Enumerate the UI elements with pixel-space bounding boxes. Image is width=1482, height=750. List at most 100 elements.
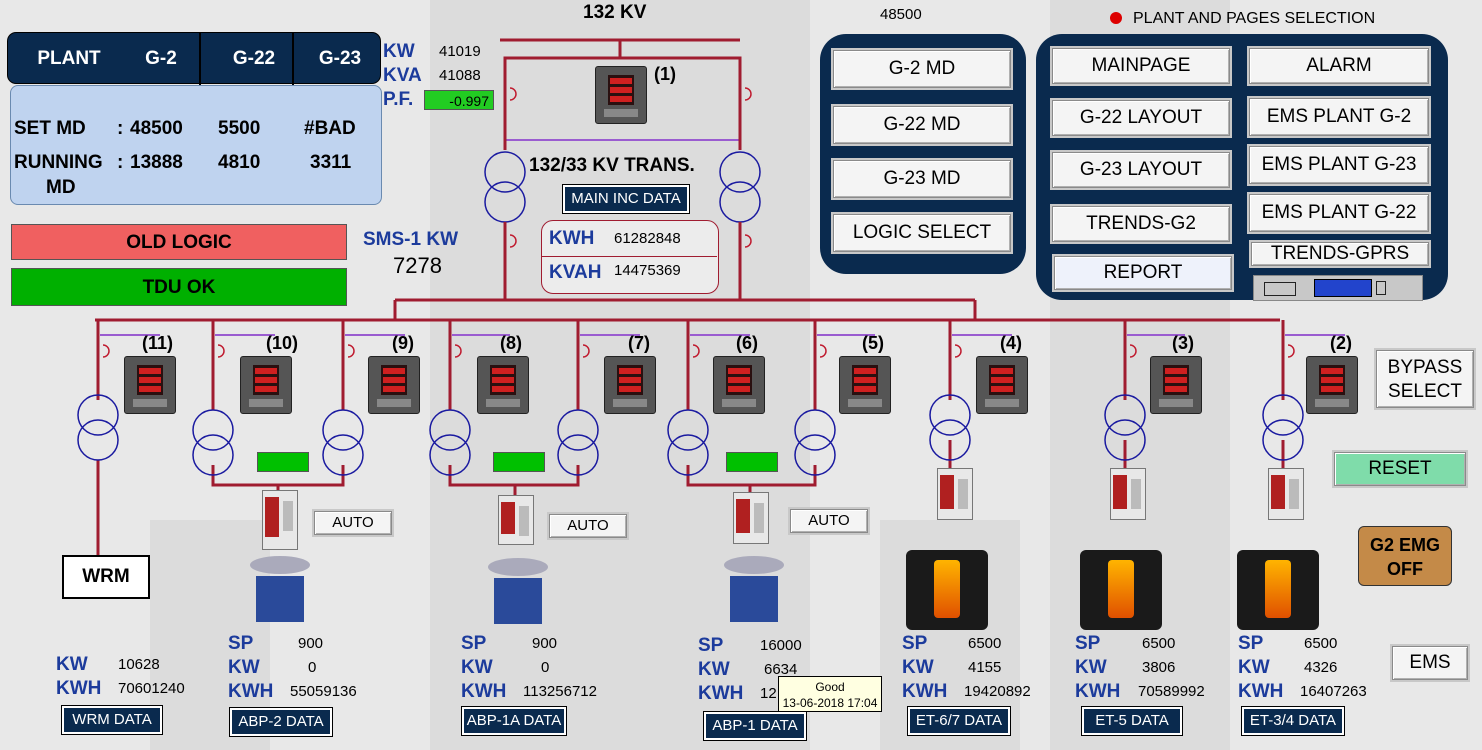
power-meter-icon[interactable] (477, 356, 529, 414)
abp2-data-button[interactable]: ABP-2 DATA (230, 708, 332, 736)
energy-box-divider (541, 256, 717, 257)
g22-layout-button[interactable]: G-22 LAYOUT (1052, 100, 1230, 136)
power-meter-icon[interactable] (240, 356, 292, 414)
reset-button[interactable]: RESET (1334, 452, 1466, 486)
abp1a-data-button[interactable]: ABP-1A DATA (462, 707, 566, 735)
set-md-label: SET MD (14, 118, 86, 139)
main-kva-label: KVA (383, 65, 422, 86)
abp1-kwh-label: KWH (698, 683, 744, 704)
logic-select-button[interactable]: LOGIC SELECT (833, 214, 1011, 252)
plant-col-g23: G-23 (318, 48, 362, 69)
emg-label-2: OFF (1387, 559, 1423, 579)
breaker-icon[interactable] (498, 495, 534, 545)
et34-data-button[interactable]: ET-3/4 DATA (1242, 707, 1344, 735)
abp1a-kw-label: KW (461, 657, 493, 678)
abp1a-indicator (493, 452, 545, 472)
nav-title: PLANT AND PAGES SELECTION (1133, 10, 1376, 27)
feeder-number-8: (8) (500, 333, 522, 353)
abp1-data-button[interactable]: ABP-1 DATA (704, 712, 806, 740)
breaker-icon[interactable] (937, 468, 973, 520)
old-logic-status: OLD LOGIC (11, 224, 347, 260)
breaker-icon[interactable] (262, 490, 298, 550)
wrm-kwh-value: 70601240 (118, 680, 185, 697)
power-meter-icon[interactable] (368, 356, 420, 414)
tooltip-quality: Good (815, 680, 845, 694)
et67-sp-label: SP (902, 633, 928, 654)
main-kvah-value: 14475369 (614, 262, 681, 279)
et34-sp-label: SP (1238, 633, 1264, 654)
arc-furnace-icon[interactable] (906, 550, 988, 630)
main-kwh-value: 61282848 (614, 230, 681, 247)
power-meter-icon[interactable] (124, 356, 176, 414)
power-meter-icon[interactable] (604, 356, 656, 414)
power-meter-icon[interactable] (1150, 356, 1202, 414)
breaker-icon[interactable] (1110, 468, 1146, 520)
et5-kwh-label: KWH (1075, 681, 1121, 702)
g22-md-button[interactable]: G-22 MD (833, 106, 1011, 144)
arc-furnace-icon[interactable] (1237, 550, 1319, 630)
trends-gprs-button[interactable]: TRENDS-GPRS (1251, 242, 1429, 266)
abp2-auto-button[interactable]: AUTO (314, 511, 392, 535)
trends-g2-button[interactable]: TRENDS-G2 (1052, 206, 1230, 242)
abp1a-kw-value: 0 (541, 659, 550, 676)
power-meter-icon[interactable] (1306, 356, 1358, 414)
alarm-button[interactable]: ALARM (1249, 48, 1429, 84)
ems-plant-g23-button[interactable]: EMS PLANT G-23 (1249, 146, 1429, 184)
abp1-kw-value: 6634 (764, 661, 798, 678)
abp1a-auto-button[interactable]: AUTO (549, 514, 627, 538)
g23-md-button[interactable]: G-23 MD (833, 160, 1011, 198)
ems-button[interactable]: EMS (1392, 646, 1468, 680)
power-meter-icon[interactable] (976, 356, 1028, 414)
running-md-label-2: MD (46, 177, 76, 198)
abp1-kwh-value: 12 (760, 685, 777, 702)
et5-sp-value: 6500 (1142, 635, 1176, 652)
main-kwh-label: KWH (549, 228, 595, 249)
feeder-number-4: (4) (1000, 333, 1022, 353)
et5-kwh-value: 70589992 (1138, 683, 1205, 700)
set-md-sep: : (117, 118, 124, 139)
emg-label-1: G2 EMG (1369, 535, 1440, 555)
feeder-number-3: (3) (1172, 333, 1194, 353)
sms-kw-value: 7278 (393, 253, 442, 278)
wrm-box: WRM (62, 555, 150, 599)
et5-kw-label: KW (1075, 657, 1107, 678)
report-button[interactable]: REPORT (1054, 256, 1232, 290)
g2-md-button[interactable]: G-2 MD (833, 50, 1011, 88)
breaker-icon[interactable] (1268, 468, 1304, 520)
power-meter-icon[interactable] (713, 356, 765, 414)
et5-kw-value: 3806 (1142, 659, 1176, 676)
ems-plant-g22-button[interactable]: EMS PLANT G-22 (1249, 194, 1429, 232)
feeder-number-5: (5) (862, 333, 884, 353)
bypass-select-button[interactable]: BYPASS SELECT (1376, 350, 1474, 408)
power-meter-icon[interactable] (595, 66, 647, 124)
feeder-number-9: (9) (392, 333, 414, 353)
abp1-auto-button[interactable]: AUTO (790, 509, 868, 533)
abp2-sp-label: SP (228, 633, 254, 654)
induction-furnace-icon[interactable] (720, 546, 788, 628)
et67-kw-value: 4155 (968, 659, 1002, 676)
status-dot-icon (1110, 12, 1122, 24)
et67-data-button[interactable]: ET-6/7 DATA (908, 707, 1010, 735)
abp2-kwh-label: KWH (228, 681, 274, 702)
g23-layout-button[interactable]: G-23 LAYOUT (1052, 152, 1230, 188)
arc-furnace-icon[interactable] (1080, 550, 1162, 630)
breaker-icon[interactable] (733, 492, 769, 544)
induction-furnace-icon[interactable] (246, 546, 314, 628)
power-meter-icon[interactable] (839, 356, 891, 414)
et5-data-button[interactable]: ET-5 DATA (1082, 707, 1182, 735)
wrm-data-button[interactable]: WRM DATA (62, 706, 162, 734)
feeder-number-7: (7) (628, 333, 650, 353)
g2-emg-off-button[interactable]: G2 EMG OFF (1358, 526, 1452, 586)
ems-plant-g2-button[interactable]: EMS PLANT G-2 (1249, 98, 1429, 136)
mainpage-button[interactable]: MAINPAGE (1052, 48, 1230, 84)
feeder-number-10: (10) (266, 333, 299, 353)
et67-kw-label: KW (902, 657, 934, 678)
main-inc-data-button[interactable]: MAIN INC DATA (563, 185, 689, 213)
abp2-kw-label: KW (228, 657, 260, 678)
energy-box (541, 220, 719, 294)
et34-kwh-value: 16407263 (1300, 683, 1367, 700)
running-md-g23: 3311 (310, 152, 352, 173)
feeder-number-11: (11) (142, 333, 174, 353)
induction-furnace-icon[interactable] (484, 548, 552, 630)
top-value: 48500 (880, 6, 922, 23)
